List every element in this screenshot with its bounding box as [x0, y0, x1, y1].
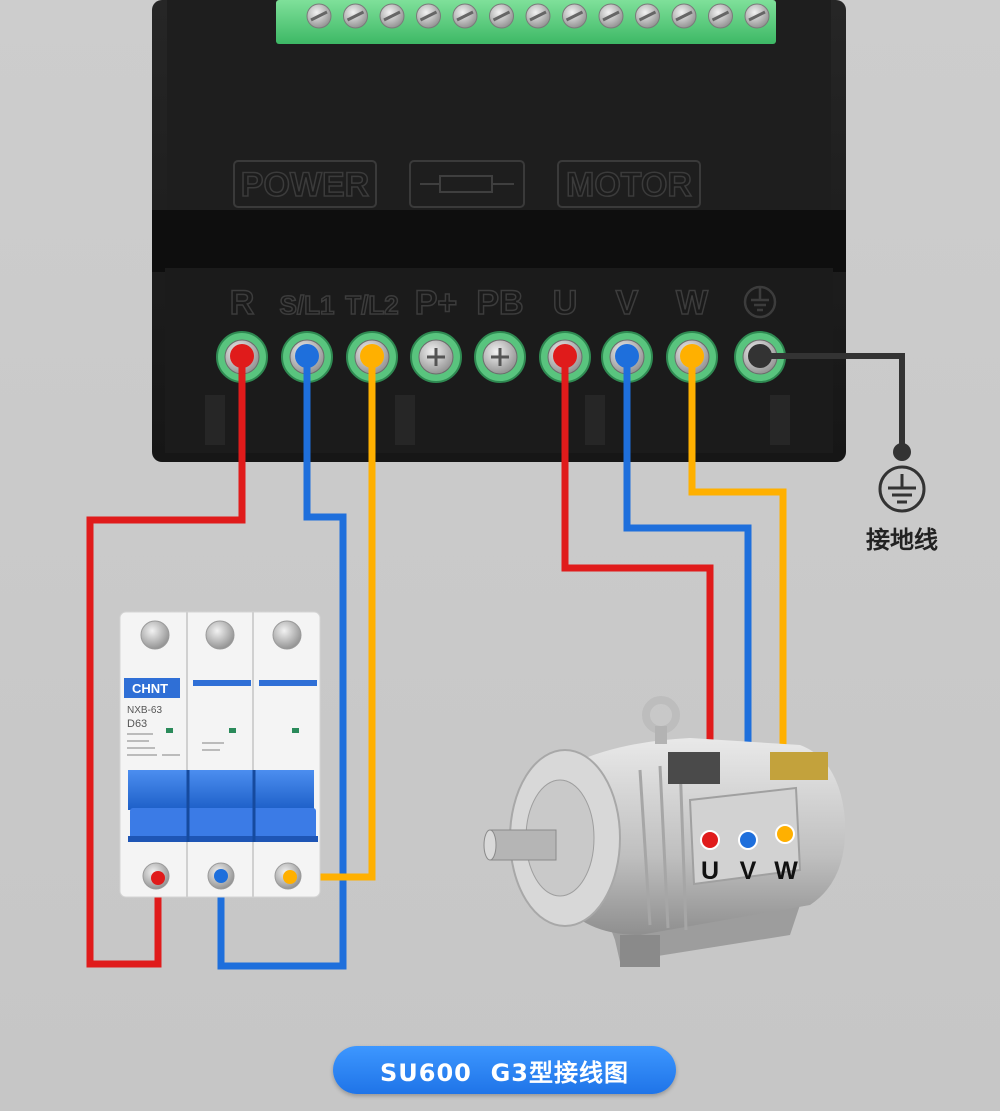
wire-r-to-breaker	[86, 356, 246, 968]
wire-ground	[760, 353, 905, 452]
circuit-breaker: CHNT NXB-63 D63	[119, 611, 321, 898]
motor-section-label: MOTOR	[566, 166, 692, 204]
power-terminal: W	[666, 283, 718, 383]
ground-symbol-icon	[878, 443, 926, 513]
power-terminal: PB	[474, 283, 526, 383]
terminal-label: P+	[415, 284, 458, 322]
power-terminal: U	[539, 283, 591, 383]
motor-terminal-v: V	[740, 857, 757, 885]
ground-symbol-icon	[743, 285, 777, 319]
terminal-label: U	[553, 284, 578, 322]
diagram-caption: SU600 G3型接线图	[333, 1046, 676, 1094]
motor-terminal-u: U	[701, 857, 719, 885]
terminal-label: W	[676, 284, 709, 322]
breaker-brand: CHNT	[132, 681, 168, 696]
motor-terminal-w: W	[774, 857, 798, 885]
terminal-label: V	[616, 284, 639, 322]
power-terminal: V	[601, 283, 653, 383]
brake-resistor-icon	[420, 175, 514, 193]
wiring	[86, 353, 905, 970]
breaker-model: NXB-63	[127, 705, 162, 716]
terminal-label: R	[230, 284, 255, 322]
breaker-toggle[interactable]	[128, 770, 318, 842]
three-phase-motor: U V W	[483, 696, 846, 967]
power-terminal: S/L1	[279, 289, 335, 383]
wire-s-to-breaker	[217, 356, 347, 970]
power-section-label: POWER	[241, 166, 369, 204]
ground-wire-label: 接地线	[866, 526, 938, 554]
breaker-rating: D63	[127, 718, 147, 730]
power-terminal: P+	[410, 283, 462, 383]
wire-v-to-motor	[623, 356, 752, 840]
wire-w-to-motor	[688, 356, 787, 834]
terminal-label: T/L2	[345, 290, 398, 320]
caption-text: SU600 G3型接线图	[380, 1058, 629, 1087]
wire-u-to-motor	[561, 356, 714, 840]
terminal-label: S/L1	[280, 290, 335, 320]
terminal-label: PB	[476, 284, 523, 322]
control-terminal-strip	[276, 0, 776, 44]
